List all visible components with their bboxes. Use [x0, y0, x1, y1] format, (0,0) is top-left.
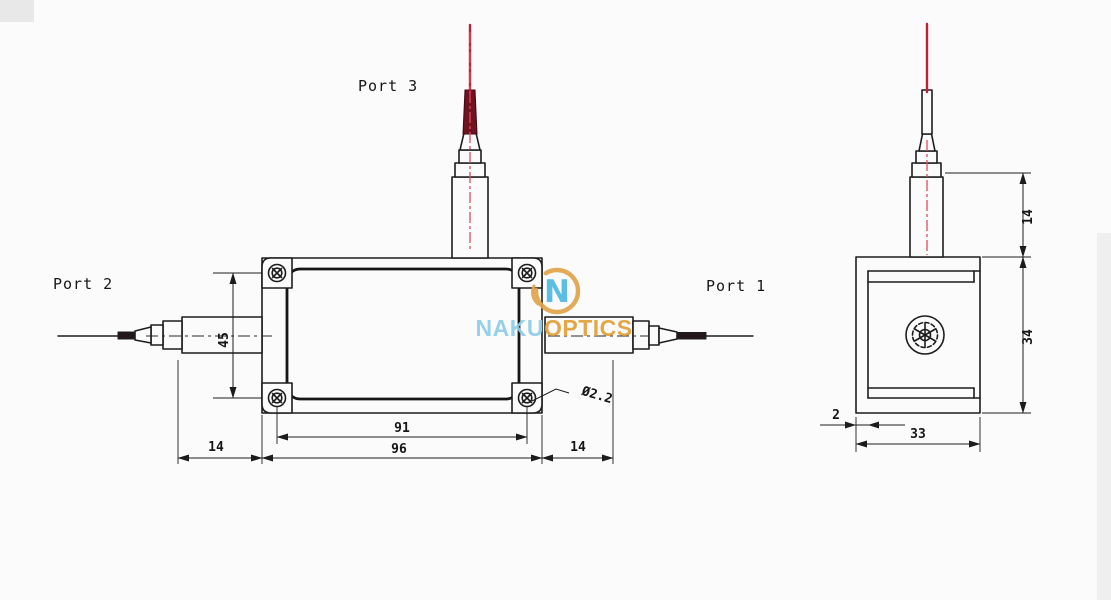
callout-leader: [531, 388, 570, 402]
dim-front-right-offset: 14: [570, 440, 586, 455]
dim-front-screw-span-h: 91: [394, 421, 410, 436]
screw-icon: [905, 315, 945, 355]
front-view: [57, 23, 754, 414]
front-cover-plate: [285, 267, 521, 401]
screw-icon: [267, 388, 287, 408]
side-view: [855, 22, 981, 414]
port1-connector: [544, 316, 754, 354]
fiber-boot: [921, 89, 933, 135]
dim-screw-callout: Ø2.2: [579, 384, 614, 407]
fiber-ferrule: [676, 332, 707, 340]
screw-icon: [517, 263, 537, 283]
logo-ring-icon: [533, 267, 581, 315]
dim-side-body-width: 33: [910, 427, 926, 442]
logo-name-right: OPTICS: [544, 315, 633, 341]
logo-ring-swirl-icon: [531, 284, 540, 306]
brand-watermark: N NAKU OPTICS: [476, 267, 633, 341]
port3-label: Port 3: [358, 77, 418, 95]
arrowhead: [868, 421, 879, 429]
dim-front-body-width: 96: [391, 442, 407, 457]
dim-side-lip-thickness: 2: [832, 408, 840, 423]
arrowhead: [845, 421, 856, 429]
side-body-outline: [855, 256, 981, 414]
logo-name-left: NAKU: [476, 315, 544, 341]
dim-side-body-height: 34: [1021, 329, 1036, 345]
dim-side-connector-height: 14: [1021, 209, 1036, 225]
scan-artifact: [1097, 233, 1111, 600]
port1-label: Port 1: [706, 277, 766, 295]
logo-monogram: N: [544, 274, 570, 310]
screw-icon: [267, 263, 287, 283]
fiber-boot: [117, 331, 136, 340]
port2-label: Port 2: [53, 275, 113, 293]
dim-front-left-offset: 14: [208, 440, 224, 455]
screw-icon: [517, 388, 537, 408]
dim-front-screw-span-v: 45: [217, 332, 232, 348]
port2-connector: [57, 316, 263, 354]
scan-artifact: [0, 0, 34, 22]
